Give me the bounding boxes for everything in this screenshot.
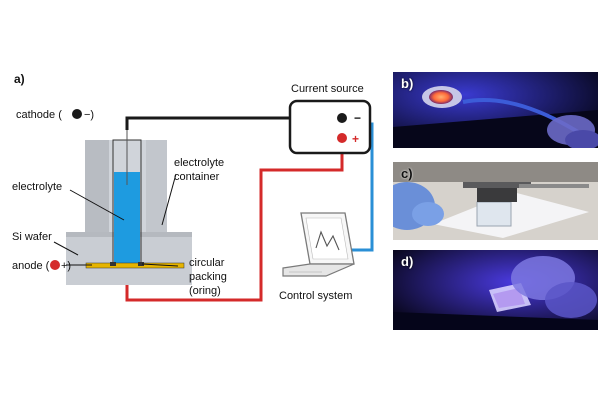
packing-ring-left [110,262,116,266]
leader-packing [141,263,179,267]
cathode-wire [125,116,342,130]
photo-panel-b: b) [393,72,598,148]
container-label-line2: container [174,171,220,183]
electrolyte-label: electrolyte [12,181,62,193]
packing-label-line1: circular [189,257,225,269]
electrolyte-fill [114,172,140,264]
cathode-label: cathode ( [16,109,62,121]
source-minus-sign: − [354,111,361,125]
anode-sign: +) [61,260,71,272]
packing-ring-right [138,262,144,266]
photo-b-label: b) [401,76,414,91]
photo-d-label: d) [401,254,414,269]
cathode-dot [72,109,82,119]
container-shade-left [85,140,109,240]
current-source-box [288,99,372,155]
container-shade-right [146,140,167,240]
source-negative-terminal [337,113,347,123]
packing-label-line2: packing [189,271,227,283]
leader-container [161,173,177,226]
photo-panel-c: c) [393,162,598,240]
container-label-line1: electrolyte [174,157,224,169]
leader-si-wafer [53,241,79,256]
cathode-sign: −) [84,109,94,121]
si-wafer-label: Si wafer [12,231,52,243]
anode-dot [50,260,60,270]
source-plus-sign: + [352,132,359,146]
panel-a-label: a) [14,72,25,86]
photo-panel-d: d) [393,250,598,330]
source-positive-terminal [337,133,347,143]
photo-c-image [393,162,598,240]
anode-wire [125,140,344,302]
leader-electrolyte [69,189,125,221]
photo-d-image [393,250,598,330]
photo-c-label: c) [401,166,413,181]
current-source-label: Current source [291,83,364,95]
packing-label-line3: (oring) [189,285,221,297]
laptop-icon [282,212,355,277]
photo-b-image [393,72,598,148]
control-system-label: Control system [279,290,352,302]
anode-label: anode ( [12,260,50,272]
